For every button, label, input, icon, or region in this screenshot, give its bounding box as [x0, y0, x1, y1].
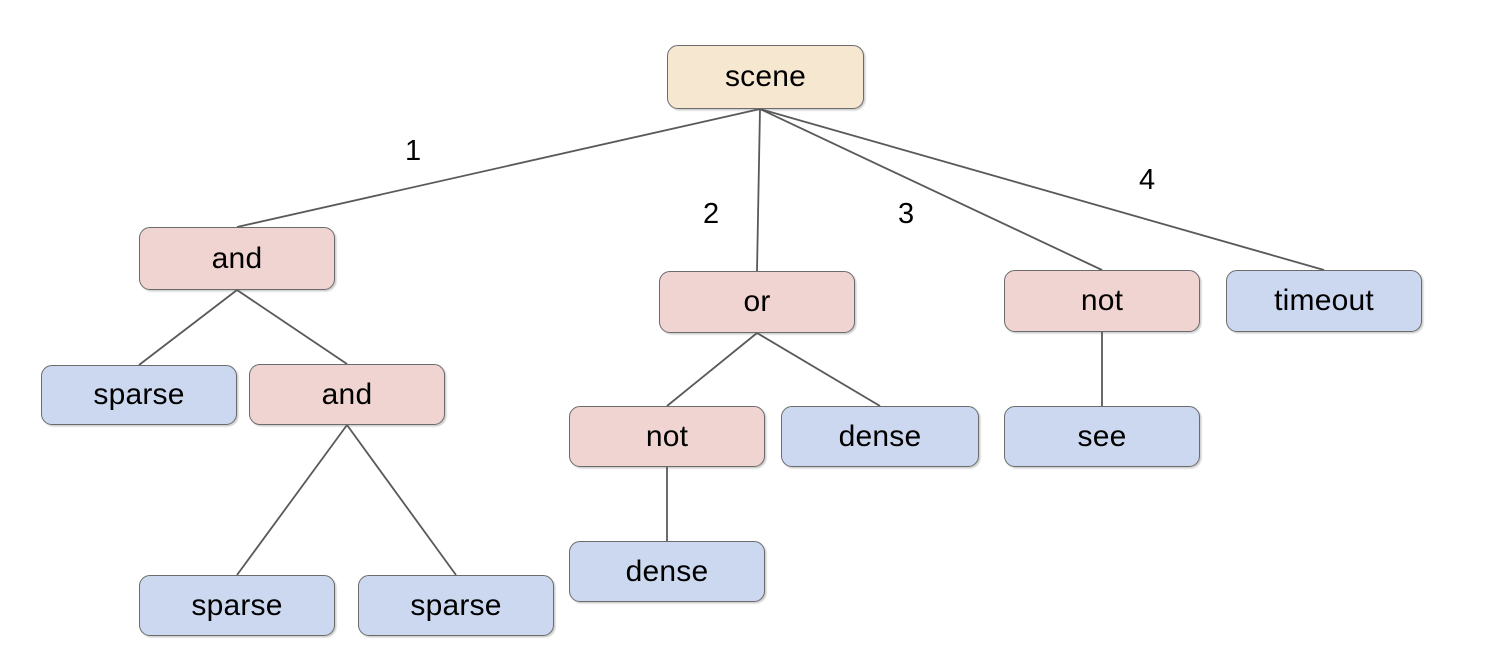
tree-edge-scene-to-or1 — [756, 108, 761, 272]
edge-label-2: 2 — [703, 198, 720, 230]
tree-node-label: not — [645, 419, 689, 453]
tree-node-dense_low[interactable]: dense — [569, 541, 765, 602]
tree-edge-and1-to-sparse1 — [138, 289, 238, 366]
tree-node-not_right[interactable]: not — [1004, 270, 1200, 332]
tree-edge-and2-to-sparse2 — [236, 424, 348, 576]
tree-node-sparse2[interactable]: sparse — [139, 575, 335, 636]
tree-node-sparse3[interactable]: sparse — [358, 575, 554, 636]
tree-node-sparse1[interactable]: sparse — [41, 365, 237, 425]
tree-node-and2[interactable]: and — [249, 364, 445, 425]
tree-node-label: and — [211, 241, 263, 275]
edge-label-3: 3 — [898, 198, 915, 230]
tree-edge-scene-to-not_right — [759, 108, 1103, 271]
tree-node-and1[interactable]: and — [139, 227, 335, 290]
tree-edge-and2-to-sparse3 — [346, 424, 457, 576]
tree-node-or1[interactable]: or — [659, 271, 855, 333]
tree-edge-or1-to-not_mid — [666, 332, 758, 407]
tree-node-see[interactable]: see — [1004, 406, 1200, 467]
tree-node-label: and — [321, 377, 373, 411]
tree-edge-and1-to-and2 — [236, 289, 348, 365]
tree-node-label: sparse — [410, 588, 502, 622]
tree-node-timeout[interactable]: timeout — [1226, 270, 1422, 332]
tree-node-label: see — [1077, 419, 1127, 453]
tree-node-label: timeout — [1274, 284, 1374, 317]
tree-node-label: sparse — [93, 378, 185, 411]
tree-node-label: scene — [724, 60, 807, 93]
tree-node-label: or — [743, 285, 771, 318]
tree-node-label: sparse — [191, 588, 283, 622]
edge-label-4: 4 — [1139, 164, 1156, 196]
tree-node-scene[interactable]: scene — [667, 45, 864, 109]
tree-edge-scene-to-and1 — [236, 108, 761, 228]
tree-edge-or1-to-dense_mid — [756, 332, 881, 407]
tree-node-label: dense — [625, 554, 709, 588]
tree-node-label: not — [1080, 284, 1124, 317]
tree-node-dense_mid[interactable]: dense — [781, 406, 979, 467]
tree-edge-scene-to-timeout — [759, 108, 1325, 271]
tree-node-label: dense — [838, 419, 922, 453]
edge-label-1: 1 — [405, 135, 422, 167]
tree-node-not_mid[interactable]: not — [569, 406, 765, 467]
